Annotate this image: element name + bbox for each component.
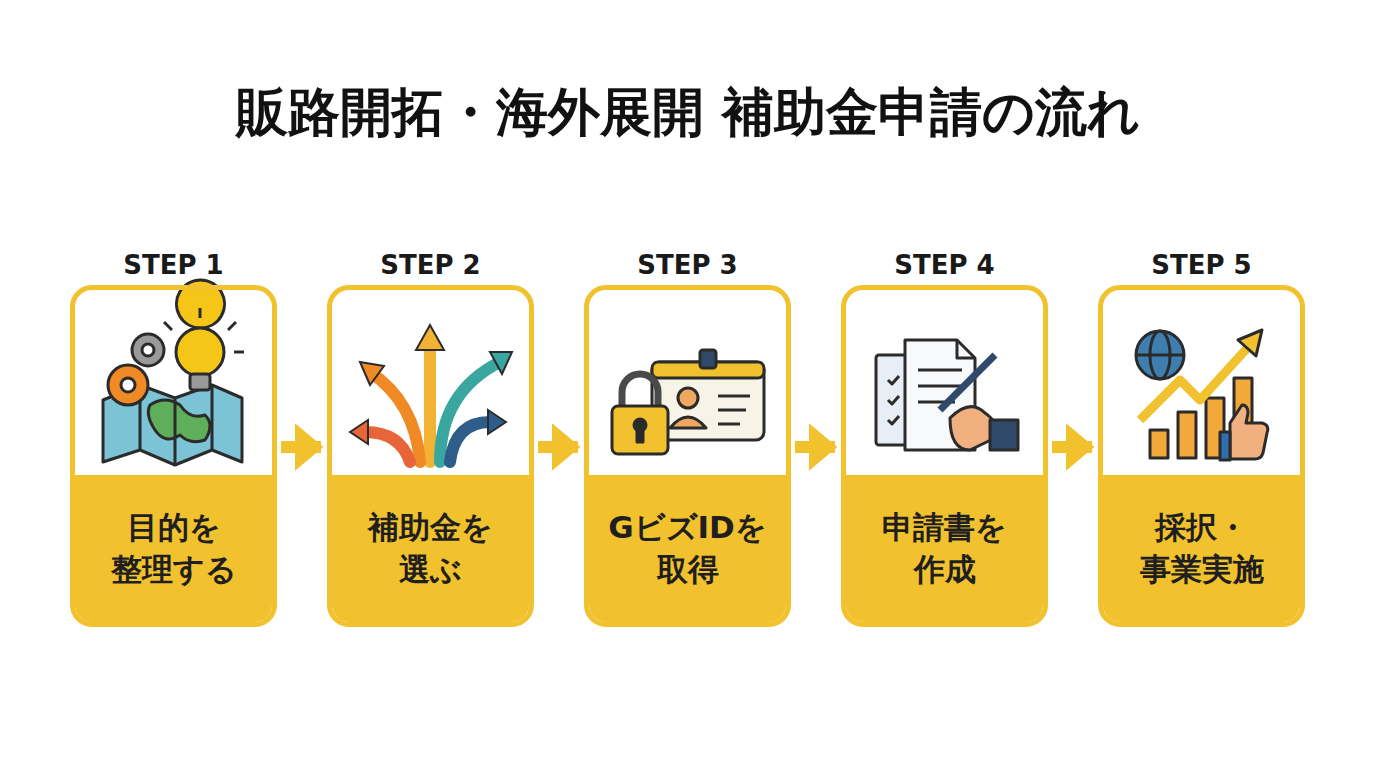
document-pen-icon bbox=[876, 340, 1018, 450]
step-card: GビズIDを 取得 bbox=[584, 285, 791, 627]
step-text: 採択・ 事業実施 bbox=[1140, 507, 1264, 591]
step-node: STEP 4 申請書を 作成 bbox=[841, 245, 1048, 627]
step-panel: GビズIDを 取得 bbox=[589, 475, 786, 622]
step-node: STEP 2 補助金を 選ぶ bbox=[327, 245, 534, 627]
step-text: 補助金を 選ぶ bbox=[368, 507, 493, 591]
growth-icon bbox=[1136, 330, 1268, 460]
step-node: STEP 1 目的を 整理する bbox=[70, 245, 277, 627]
step-label: STEP 3 bbox=[584, 245, 791, 285]
idea-map-icon bbox=[103, 280, 244, 465]
step-label: STEP 4 bbox=[841, 245, 1048, 285]
step-panel: 申請書を 作成 bbox=[846, 475, 1043, 622]
step-card: 採択・ 事業実施 bbox=[1098, 285, 1305, 627]
step-panel: 補助金を 選ぶ bbox=[332, 475, 529, 622]
step-label: STEP 1 bbox=[70, 245, 277, 285]
diagram-title: 販路開拓・海外展開 補助金申請の流れ bbox=[0, 78, 1376, 148]
choice-arrows-icon bbox=[365, 345, 500, 462]
step-card: 申請書を 作成 bbox=[841, 285, 1048, 627]
step-panel: 目的を 整理する bbox=[75, 475, 272, 622]
step-node: STEP 3 GビズIDを 取得 bbox=[584, 245, 791, 627]
id-lock-icon bbox=[612, 350, 764, 454]
step-text: 申請書を 作成 bbox=[882, 507, 1007, 591]
step-label: STEP 2 bbox=[327, 245, 534, 285]
flow-arrow bbox=[795, 441, 835, 453]
step-node: STEP 5 採択・ 事業実施 bbox=[1098, 245, 1305, 627]
step-text: GビズIDを 取得 bbox=[608, 507, 767, 591]
step-text: 目的を 整理する bbox=[111, 507, 237, 591]
step-card: 補助金を 選ぶ bbox=[327, 285, 534, 627]
step-label: STEP 5 bbox=[1098, 245, 1305, 285]
choice-arrowheads bbox=[350, 325, 512, 444]
flow-arrow bbox=[1052, 441, 1092, 453]
flow-arrow bbox=[538, 441, 578, 453]
step-panel: 採択・ 事業実施 bbox=[1103, 475, 1300, 622]
step-card: 目的を 整理する bbox=[70, 285, 277, 627]
flow-arrow bbox=[281, 441, 321, 453]
